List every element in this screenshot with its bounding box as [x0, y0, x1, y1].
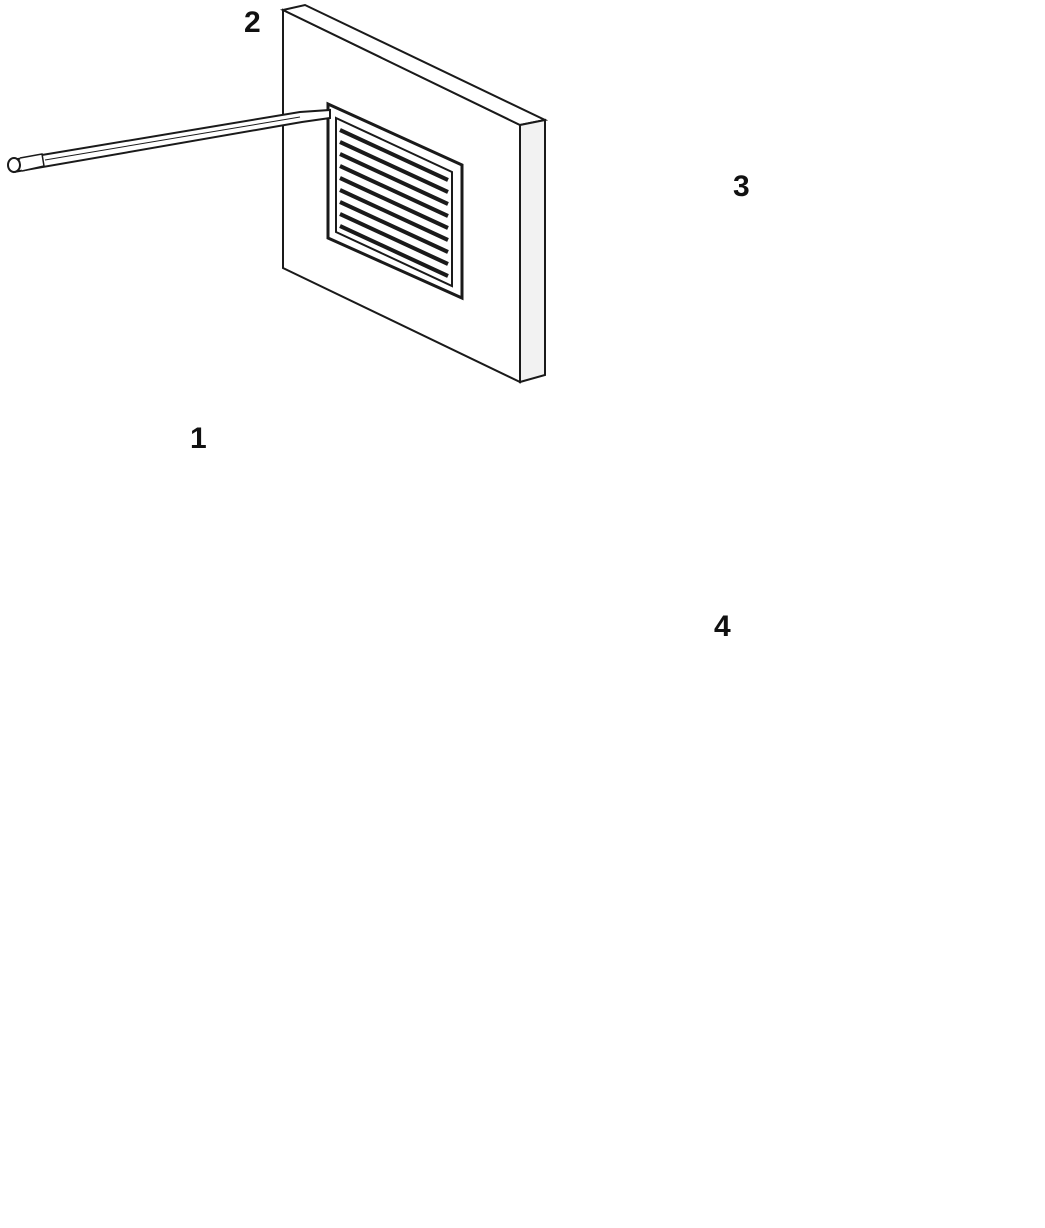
step-number-4: 4: [714, 610, 731, 643]
step-number-2: 2: [244, 6, 261, 39]
step2-assembly: [7, 3, 549, 384]
step-number-3: 3: [733, 170, 750, 203]
step-number-1: 1: [190, 422, 207, 455]
